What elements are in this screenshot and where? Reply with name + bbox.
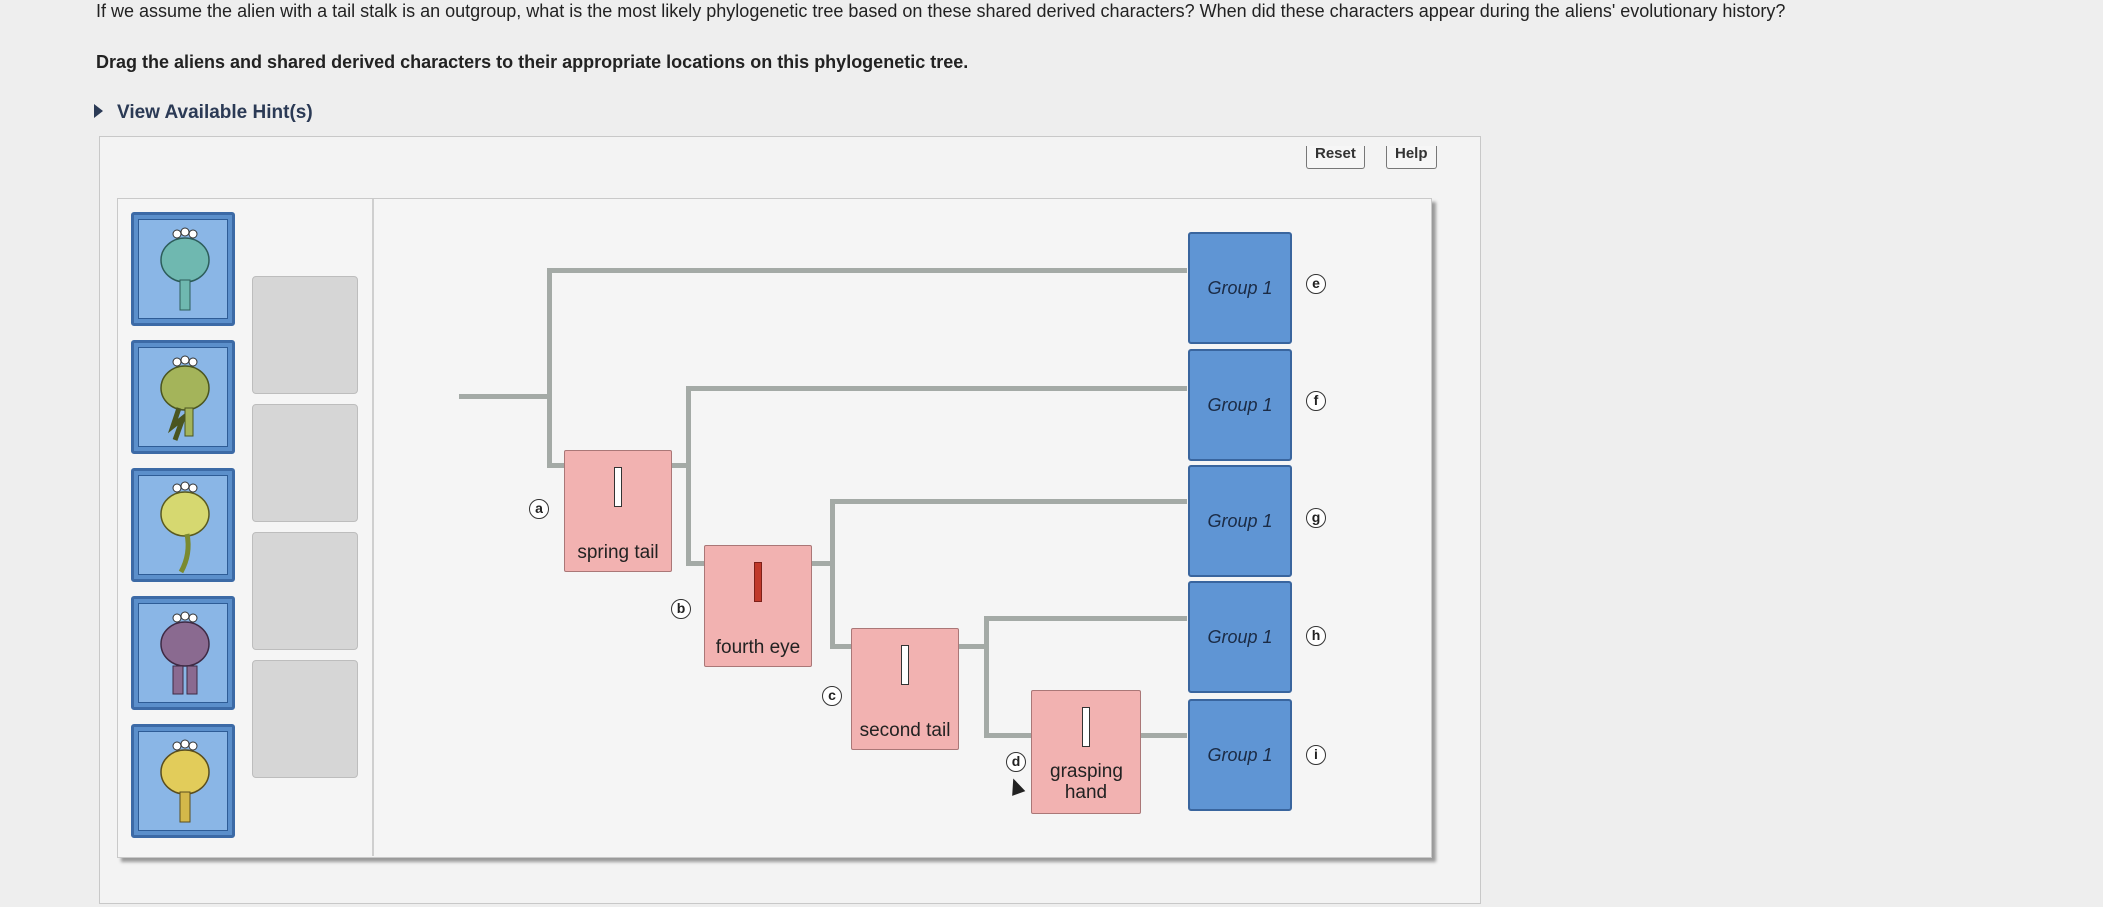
alien-card-5[interactable] xyxy=(131,724,235,838)
node-marker-d: d xyxy=(1006,752,1026,772)
palette-divider xyxy=(372,199,374,856)
char-box-fourth-eye[interactable]: fourth eye xyxy=(704,545,812,667)
tree-node-b-vertical xyxy=(686,386,691,566)
tree-branch-h xyxy=(984,616,1187,621)
group-label: Group 1 xyxy=(1207,394,1273,415)
group-drop-i[interactable]: Group 1 xyxy=(1188,699,1292,811)
group-label: Group 1 xyxy=(1207,744,1273,765)
group-label: Group 1 xyxy=(1207,277,1273,298)
help-button[interactable]: Help xyxy=(1386,146,1437,169)
node-marker-a: a xyxy=(529,499,549,519)
question-text: If we assume the alien with a tail stalk… xyxy=(96,1,1786,21)
tree-node-c-vertical xyxy=(830,499,835,649)
tree-node-a-vertical xyxy=(547,268,552,468)
alien-card-1-inner xyxy=(138,219,228,319)
group-marker-g: g xyxy=(1306,508,1326,528)
tree-root-stem xyxy=(459,394,549,399)
view-hints-label: View Available Hint(s) xyxy=(117,102,313,123)
alien-yellow-stalk-icon xyxy=(160,739,210,823)
node-marker-b: b xyxy=(671,599,691,619)
tree-node-d-vertical xyxy=(984,616,989,736)
alien-card-4-inner xyxy=(138,603,228,703)
group-drop-f[interactable]: Group 1 xyxy=(1188,349,1292,461)
alien-drop-slot-1[interactable] xyxy=(252,276,358,394)
char-box-spring-tail[interactable]: spring tail xyxy=(564,450,672,572)
alien-card-4[interactable] xyxy=(131,596,235,710)
char-label: grasping hand xyxy=(1050,761,1123,803)
tree-branch-g xyxy=(830,499,1187,504)
node-marker-c: c xyxy=(822,686,842,706)
alien-drop-slot-3[interactable] xyxy=(252,532,358,650)
char-marker-filled-icon xyxy=(754,562,762,602)
group-label: Group 1 xyxy=(1207,510,1273,531)
alien-card-2[interactable] xyxy=(131,340,235,454)
tree-branch-f xyxy=(686,386,1187,391)
group-marker-e: e xyxy=(1306,274,1326,294)
group-marker-i: i xyxy=(1306,745,1326,765)
char-marker-open-icon xyxy=(614,467,622,507)
char-label: second tail xyxy=(859,720,951,741)
group-drop-g[interactable]: Group 1 xyxy=(1188,465,1292,577)
alien-card-3-inner xyxy=(138,475,228,575)
char-label: fourth eye xyxy=(715,637,801,658)
view-hints-toggle[interactable]: View Available Hint(s) xyxy=(94,102,313,124)
char-box-second-tail[interactable]: second tail xyxy=(851,628,959,750)
char-marker-open-icon xyxy=(901,645,909,685)
alien-card-1[interactable] xyxy=(131,212,235,326)
alien-card-5-inner xyxy=(138,731,228,831)
group-marker-f: f xyxy=(1306,391,1326,411)
group-marker-h: h xyxy=(1306,626,1326,646)
alien-card-3[interactable] xyxy=(131,468,235,582)
group-label: Group 1 xyxy=(1207,626,1273,647)
group-drop-e[interactable]: Group 1 xyxy=(1188,232,1292,344)
alien-drop-slot-2[interactable] xyxy=(252,404,358,522)
char-marker-open-icon xyxy=(1082,707,1090,747)
reset-button[interactable]: Reset xyxy=(1306,146,1365,169)
alien-purple-hands-icon xyxy=(160,611,210,695)
expand-triangle-icon xyxy=(94,103,103,118)
alien-yellow-longtail-icon xyxy=(160,481,210,574)
alien-teal-stalk-icon xyxy=(160,227,210,311)
question-instruction: Drag the aliens and shared derived chara… xyxy=(96,52,969,72)
tree-branch-e xyxy=(547,268,1187,273)
alien-olive-springtail-icon xyxy=(160,355,210,441)
char-box-grasping-hand[interactable]: grasping hand xyxy=(1031,690,1141,814)
group-drop-h[interactable]: Group 1 xyxy=(1188,581,1292,693)
alien-card-2-inner xyxy=(138,347,228,447)
alien-drop-slot-4[interactable] xyxy=(252,660,358,778)
char-label: spring tail xyxy=(577,542,659,563)
